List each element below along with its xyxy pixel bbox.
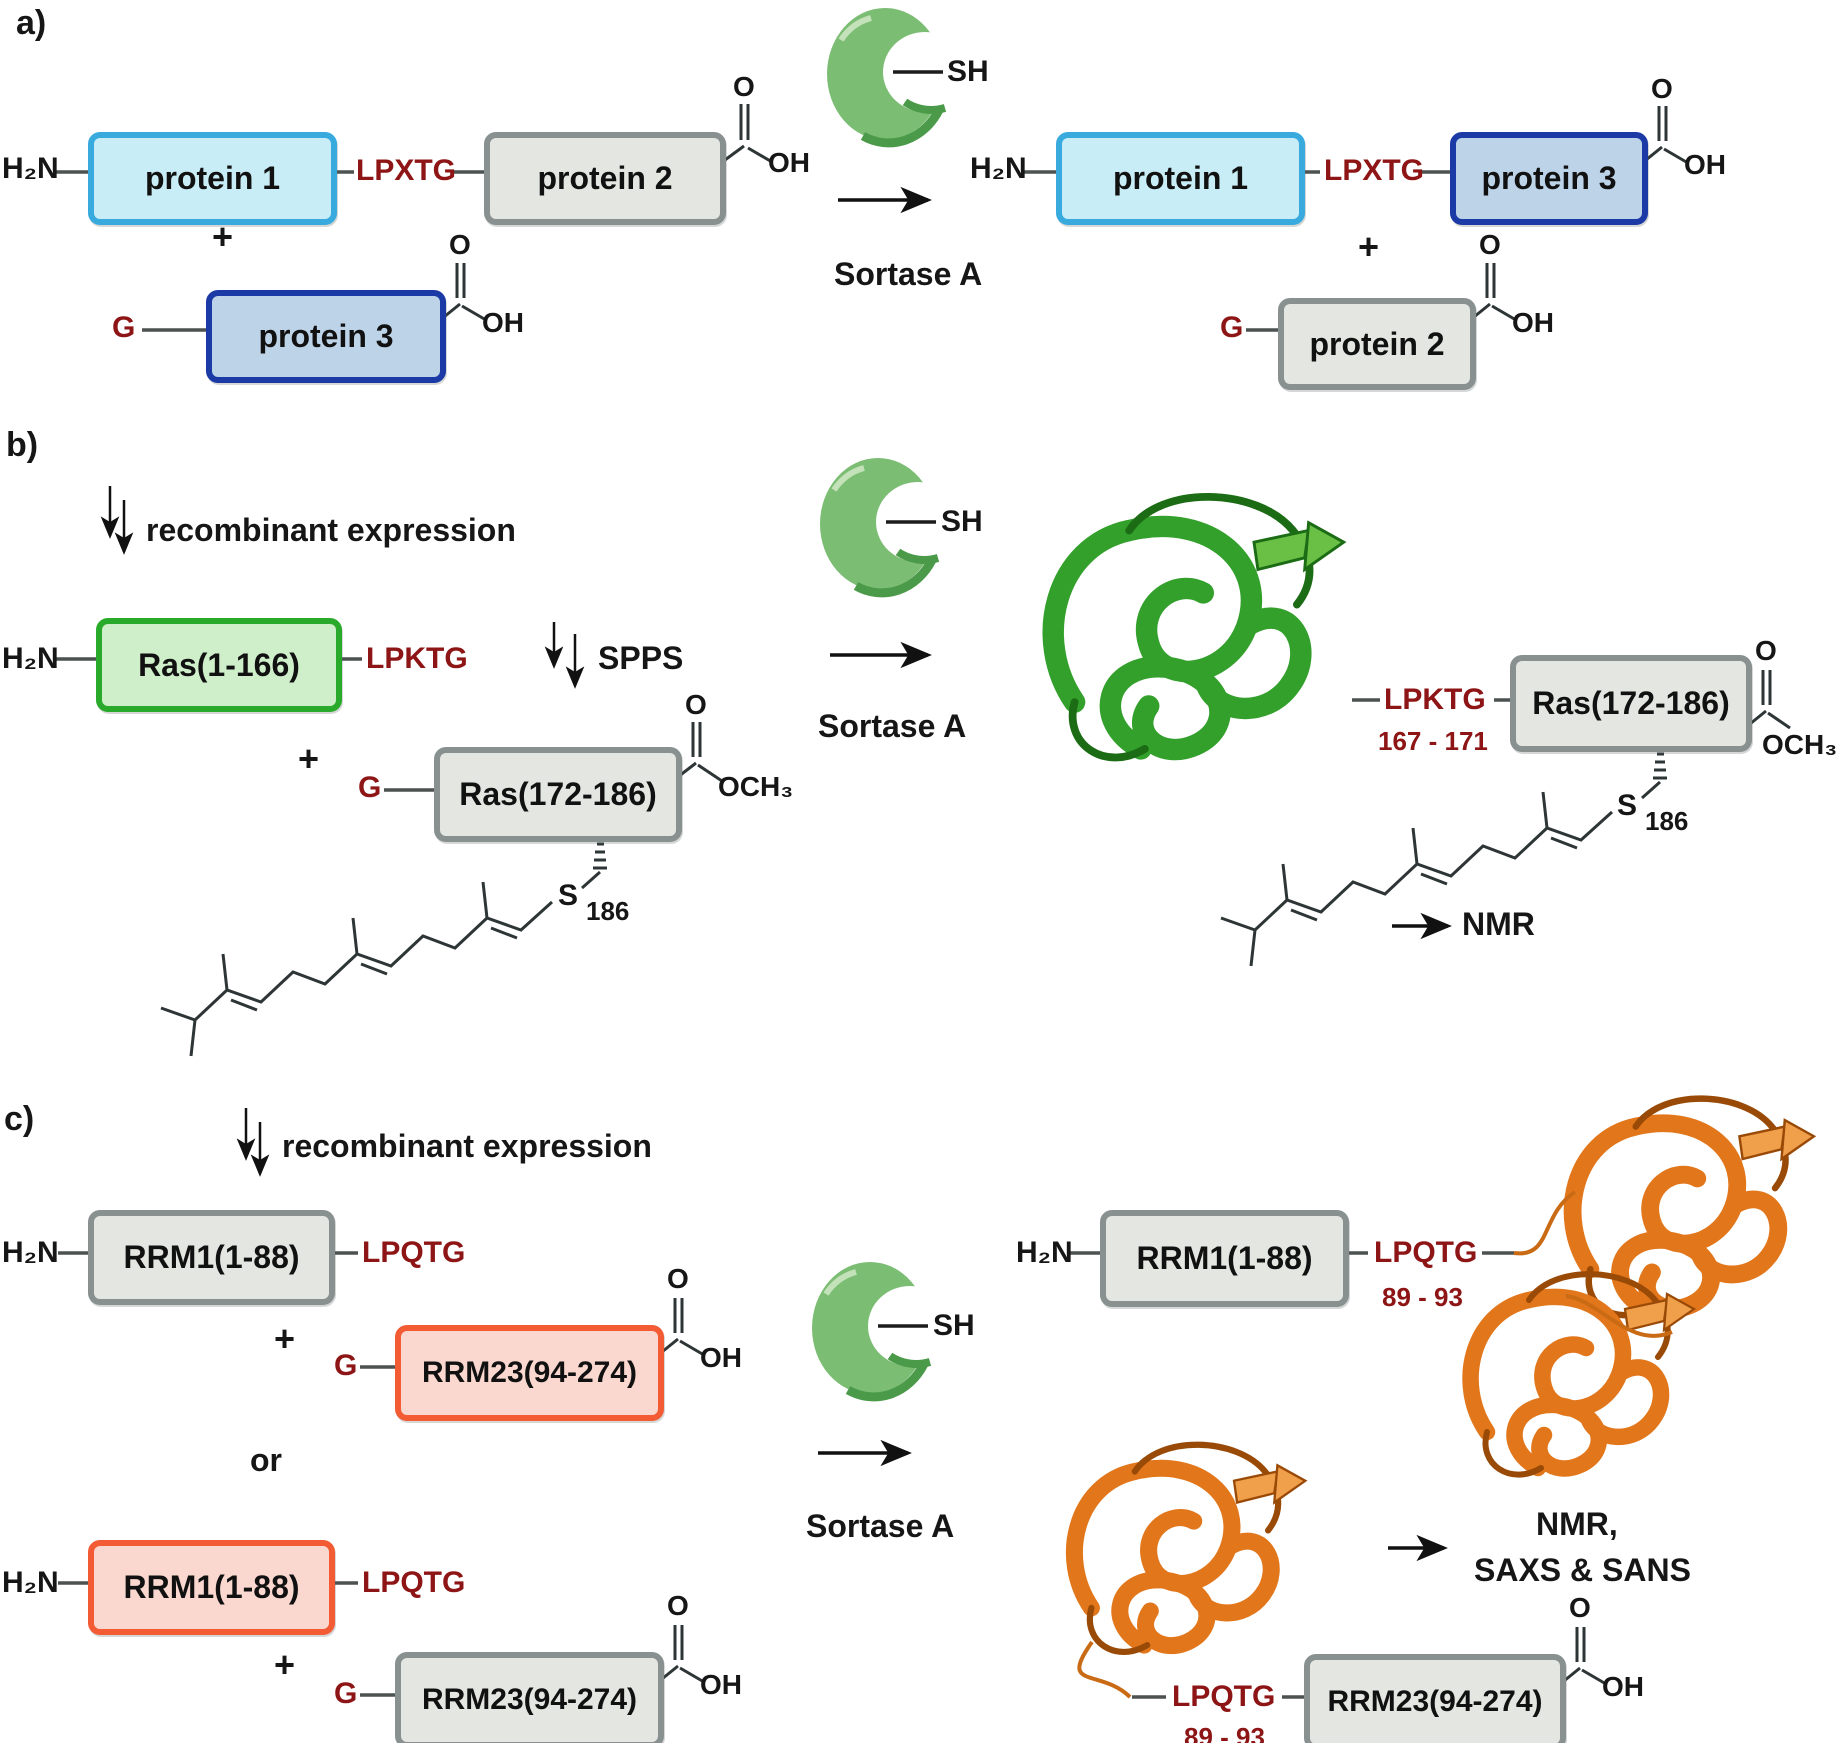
rrm1-box-grey: RRM1(1-88) <box>88 1210 335 1305</box>
rrm-ribbon-structure-upper <box>1572 1098 1814 1316</box>
lpqtg-linker-product2: LPQTG <box>1172 1680 1276 1713</box>
hydroxyl-oh: OH <box>700 1669 742 1700</box>
farnesyl-chain-right <box>1220 791 1614 967</box>
residue-range-89-93: 89 - 93 <box>1382 1282 1463 1312</box>
lpktg-linker: LPKTG <box>366 642 468 675</box>
rrm-ribbon-structure-lower <box>1470 1274 1694 1475</box>
farnesyl-chain-left <box>160 881 554 1057</box>
amine-label: H₂N <box>1016 1236 1073 1269</box>
panel-b-process-arrows <box>100 486 585 689</box>
nmr-label-line2: SAXS & SANS <box>1474 1552 1691 1588</box>
nmr-label: NMR <box>1462 906 1535 942</box>
carbonyl-o: O <box>667 1590 689 1621</box>
methyl-ester-och3: OCH₃ <box>1762 729 1838 760</box>
ras-tail-box-product: Ras(172-186) <box>1510 655 1752 752</box>
glycine-label: G <box>334 1677 358 1710</box>
sortase-enzyme-icon-a <box>827 8 967 143</box>
ras-ribbon-structure <box>1053 496 1344 758</box>
lpqtg-linker: LPQTG <box>362 1566 466 1599</box>
recombinant-expression-label: recombinant expression <box>146 512 516 548</box>
protein2-box: protein 2 <box>484 132 726 225</box>
rrm23-box-product: RRM23(94-274) <box>1304 1654 1566 1743</box>
hydroxyl-oh: OH <box>1512 307 1554 338</box>
carbonyl-o: O <box>1569 1592 1591 1623</box>
carbonyl-o: O <box>685 689 707 720</box>
carbonyl-o: O <box>1651 73 1673 104</box>
sortase-enzyme-icon-b <box>820 458 960 593</box>
amine-label: H₂N <box>2 1236 59 1269</box>
panel-b-ester-groups <box>669 670 1791 785</box>
residue-range-89-93: 89 - 93 <box>1184 1722 1265 1743</box>
glycine-label: G <box>1220 311 1244 344</box>
hydroxyl-oh: OH <box>700 1342 742 1373</box>
glycine-label: G <box>358 771 382 804</box>
plus-sign: + <box>274 1644 296 1685</box>
residue-186-label: 186 <box>1645 806 1689 836</box>
ras-core-box: Ras(1-166) <box>96 618 342 712</box>
panel-c-carboxyl-groups <box>651 1298 1607 1691</box>
sulfur-label: S <box>558 879 579 912</box>
sortase-a-label: Sortase A <box>834 256 983 292</box>
sortase-a-label: Sortase A <box>818 708 967 744</box>
carbonyl-o: O <box>733 71 755 102</box>
spps-label: SPPS <box>598 640 684 676</box>
rrm23-box-salmon: RRM23(94-274) <box>395 1325 664 1421</box>
carbonyl-o: O <box>1755 635 1777 666</box>
ribbon-tails <box>1077 1190 1673 1699</box>
panel-a-carboxyl-groups <box>433 104 1689 327</box>
panel-b-hash-bonds <box>581 744 1667 890</box>
plus-sign: + <box>274 1318 296 1359</box>
protein1-box-product: protein 1 <box>1056 132 1305 225</box>
lpqtg-linker: LPQTG <box>362 1236 466 1269</box>
ras-tail-box: Ras(172-186) <box>434 747 682 842</box>
lpxtg-linker: LPXTG <box>356 154 457 187</box>
lpktg-linker-product: LPKTG <box>1384 683 1486 716</box>
rrm1-box-salmon: RRM1(1-88) <box>88 1540 335 1635</box>
sortase-a-label: Sortase A <box>806 1508 955 1544</box>
hydroxyl-oh: OH <box>1684 149 1726 180</box>
panel-a-label: a) <box>16 4 47 42</box>
amine-label: H₂N <box>970 152 1027 185</box>
panel-c-connectors <box>58 1251 1514 1699</box>
amine-label: H₂N <box>2 152 59 185</box>
rrm1-box-product: RRM1(1-88) <box>1100 1210 1349 1307</box>
panel-c-label: c) <box>4 1100 35 1138</box>
amine-label: H₂N <box>2 1566 59 1599</box>
protein3-box: protein 3 <box>206 290 446 383</box>
glycine-label: G <box>334 1349 358 1382</box>
plus-sign: + <box>1358 226 1380 267</box>
rrm23-box-grey: RRM23(94-274) <box>395 1652 664 1743</box>
glycine-label: G <box>112 311 136 344</box>
thiol-sh-label: SH <box>933 1309 975 1342</box>
thiol-sh-label: SH <box>947 55 989 88</box>
rrm-ribbon-structure-single <box>1074 1444 1306 1652</box>
panel-c-process-arrows <box>236 1108 270 1177</box>
amine-label: H₂N <box>2 642 59 675</box>
nmr-label-line1: NMR, <box>1536 1506 1618 1542</box>
protein2-box-product: protein 2 <box>1278 298 1476 390</box>
residue-186-label: 186 <box>586 896 630 926</box>
carbonyl-o: O <box>1479 229 1501 260</box>
sulfur-label: S <box>1617 789 1638 822</box>
carbonyl-o: O <box>449 229 471 260</box>
lpqtg-linker-product: LPQTG <box>1374 1236 1478 1269</box>
lpxtg-linker: LPXTG <box>1324 154 1425 187</box>
sortase-enzyme-icon-c <box>812 1262 952 1397</box>
hydroxyl-oh: OH <box>1602 1671 1644 1702</box>
carbonyl-o: O <box>667 1263 689 1294</box>
or-label: or <box>250 1442 282 1478</box>
panel-b-label: b) <box>6 426 39 464</box>
plus-sign: + <box>298 738 320 779</box>
protein3-box-product: protein 3 <box>1450 132 1648 225</box>
methyl-ester-och3: OCH₃ <box>718 771 794 802</box>
recombinant-expression-label: recombinant expression <box>282 1128 652 1164</box>
protein1-box: protein 1 <box>88 132 337 225</box>
hydroxyl-oh: OH <box>482 307 524 338</box>
hydroxyl-oh: OH <box>768 147 810 178</box>
residue-range-167-171: 167 - 171 <box>1378 726 1488 756</box>
plus-sign: + <box>212 216 234 257</box>
thiol-sh-label: SH <box>941 505 983 538</box>
